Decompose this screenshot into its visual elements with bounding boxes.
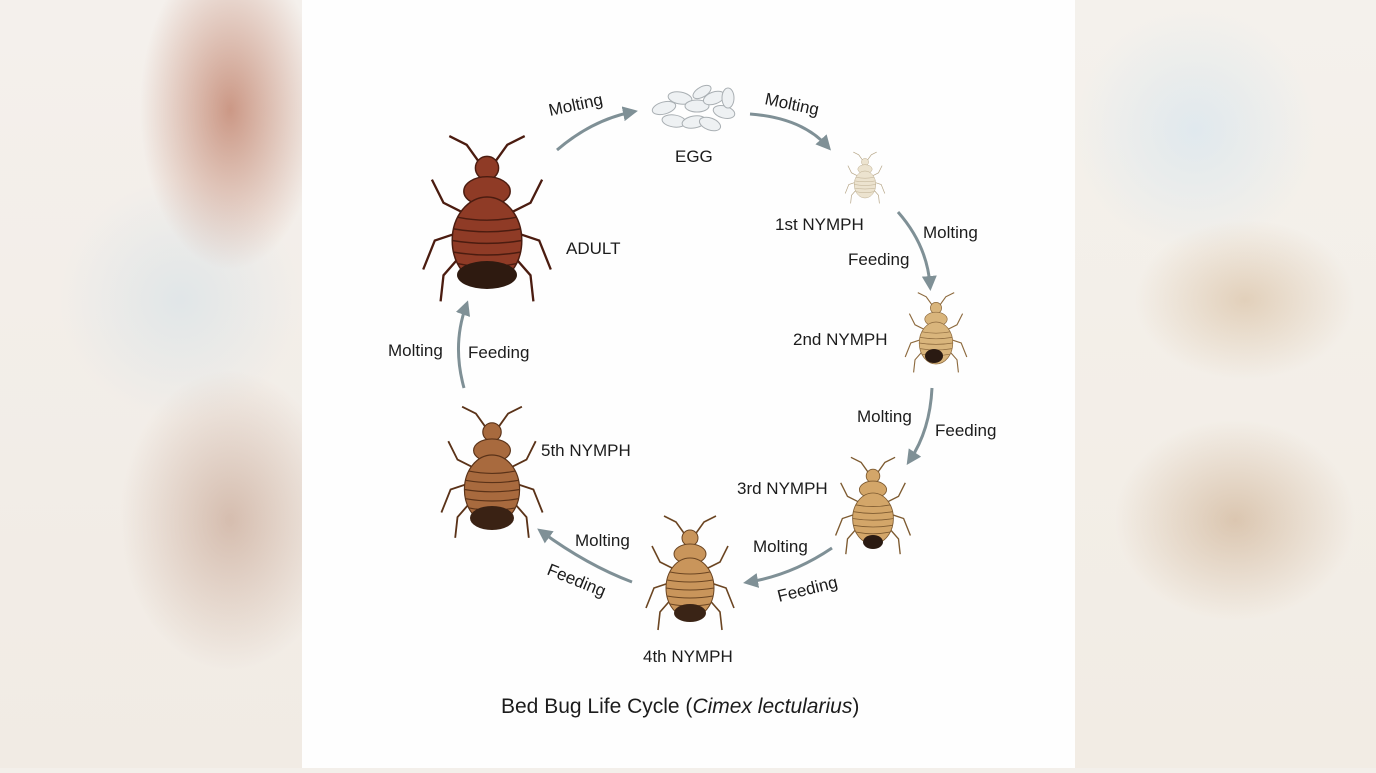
- arrow-nymph3-to-nymph4: [743, 546, 833, 588]
- arrow-nymph1-to-nymph2: [896, 211, 937, 291]
- arrow-adult-to-egg: [556, 106, 638, 152]
- label-egg: EGG: [675, 147, 713, 166]
- diagram-panel: EGG 1st NYMPH 2nd NYMPH 3rd NYMPH 4th NY…: [302, 0, 1075, 768]
- nymph4-abdomen-dark: [674, 604, 706, 622]
- label-feeding-n1-n2: Feeding: [848, 250, 909, 269]
- label-adult: ADULT: [566, 239, 620, 258]
- life-cycle-diagram: EGG 1st NYMPH 2nd NYMPH 3rd NYMPH 4th NY…: [388, 84, 996, 718]
- arrow-nymph4-to-nymph5: [537, 528, 633, 584]
- label-molting-adult-egg: Molting: [547, 90, 605, 120]
- nymph5-abdomen-dark: [470, 506, 514, 530]
- arrow-nymph2-to-nymph3: [906, 387, 934, 465]
- arrow-nymph5-to-adult: [455, 300, 471, 389]
- blurred-background-left: [0, 0, 302, 768]
- label-molting-n5-adult: Molting: [388, 341, 443, 360]
- label-nymph2: 2nd NYMPH: [793, 330, 887, 349]
- label-nymph5: 5th NYMPH: [541, 441, 631, 460]
- label-feeding-n5-adult: Feeding: [468, 343, 529, 362]
- label-molting-n2-n3: Molting: [857, 407, 912, 426]
- egg-cluster: [651, 84, 736, 132]
- diagram-title: Bed Bug Life Cycle (Cimex lectularius): [501, 695, 859, 718]
- label-molting-n3-n4: Molting: [753, 537, 808, 556]
- adult-abdomen-dark: [457, 261, 517, 289]
- label-feeding-n3-n4: Feeding: [775, 573, 839, 606]
- nymph1-illustration: [844, 151, 886, 204]
- label-nymph1: 1st NYMPH: [775, 215, 864, 234]
- label-nymph3: 3rd NYMPH: [737, 479, 828, 498]
- label-molting-n4-n5: Molting: [575, 531, 630, 550]
- label-feeding-n2-n3: Feeding: [935, 421, 996, 440]
- arrow-egg-to-nymph1: [749, 112, 831, 151]
- label-molting-egg-n1: Molting: [763, 89, 821, 119]
- nymph2-abdomen-dark: [925, 349, 943, 363]
- nymph3-abdomen-dark: [863, 535, 883, 549]
- blurred-background-right: [1075, 0, 1376, 768]
- label-molting-n1-n2: Molting: [923, 223, 978, 242]
- label-nymph4: 4th NYMPH: [643, 647, 733, 666]
